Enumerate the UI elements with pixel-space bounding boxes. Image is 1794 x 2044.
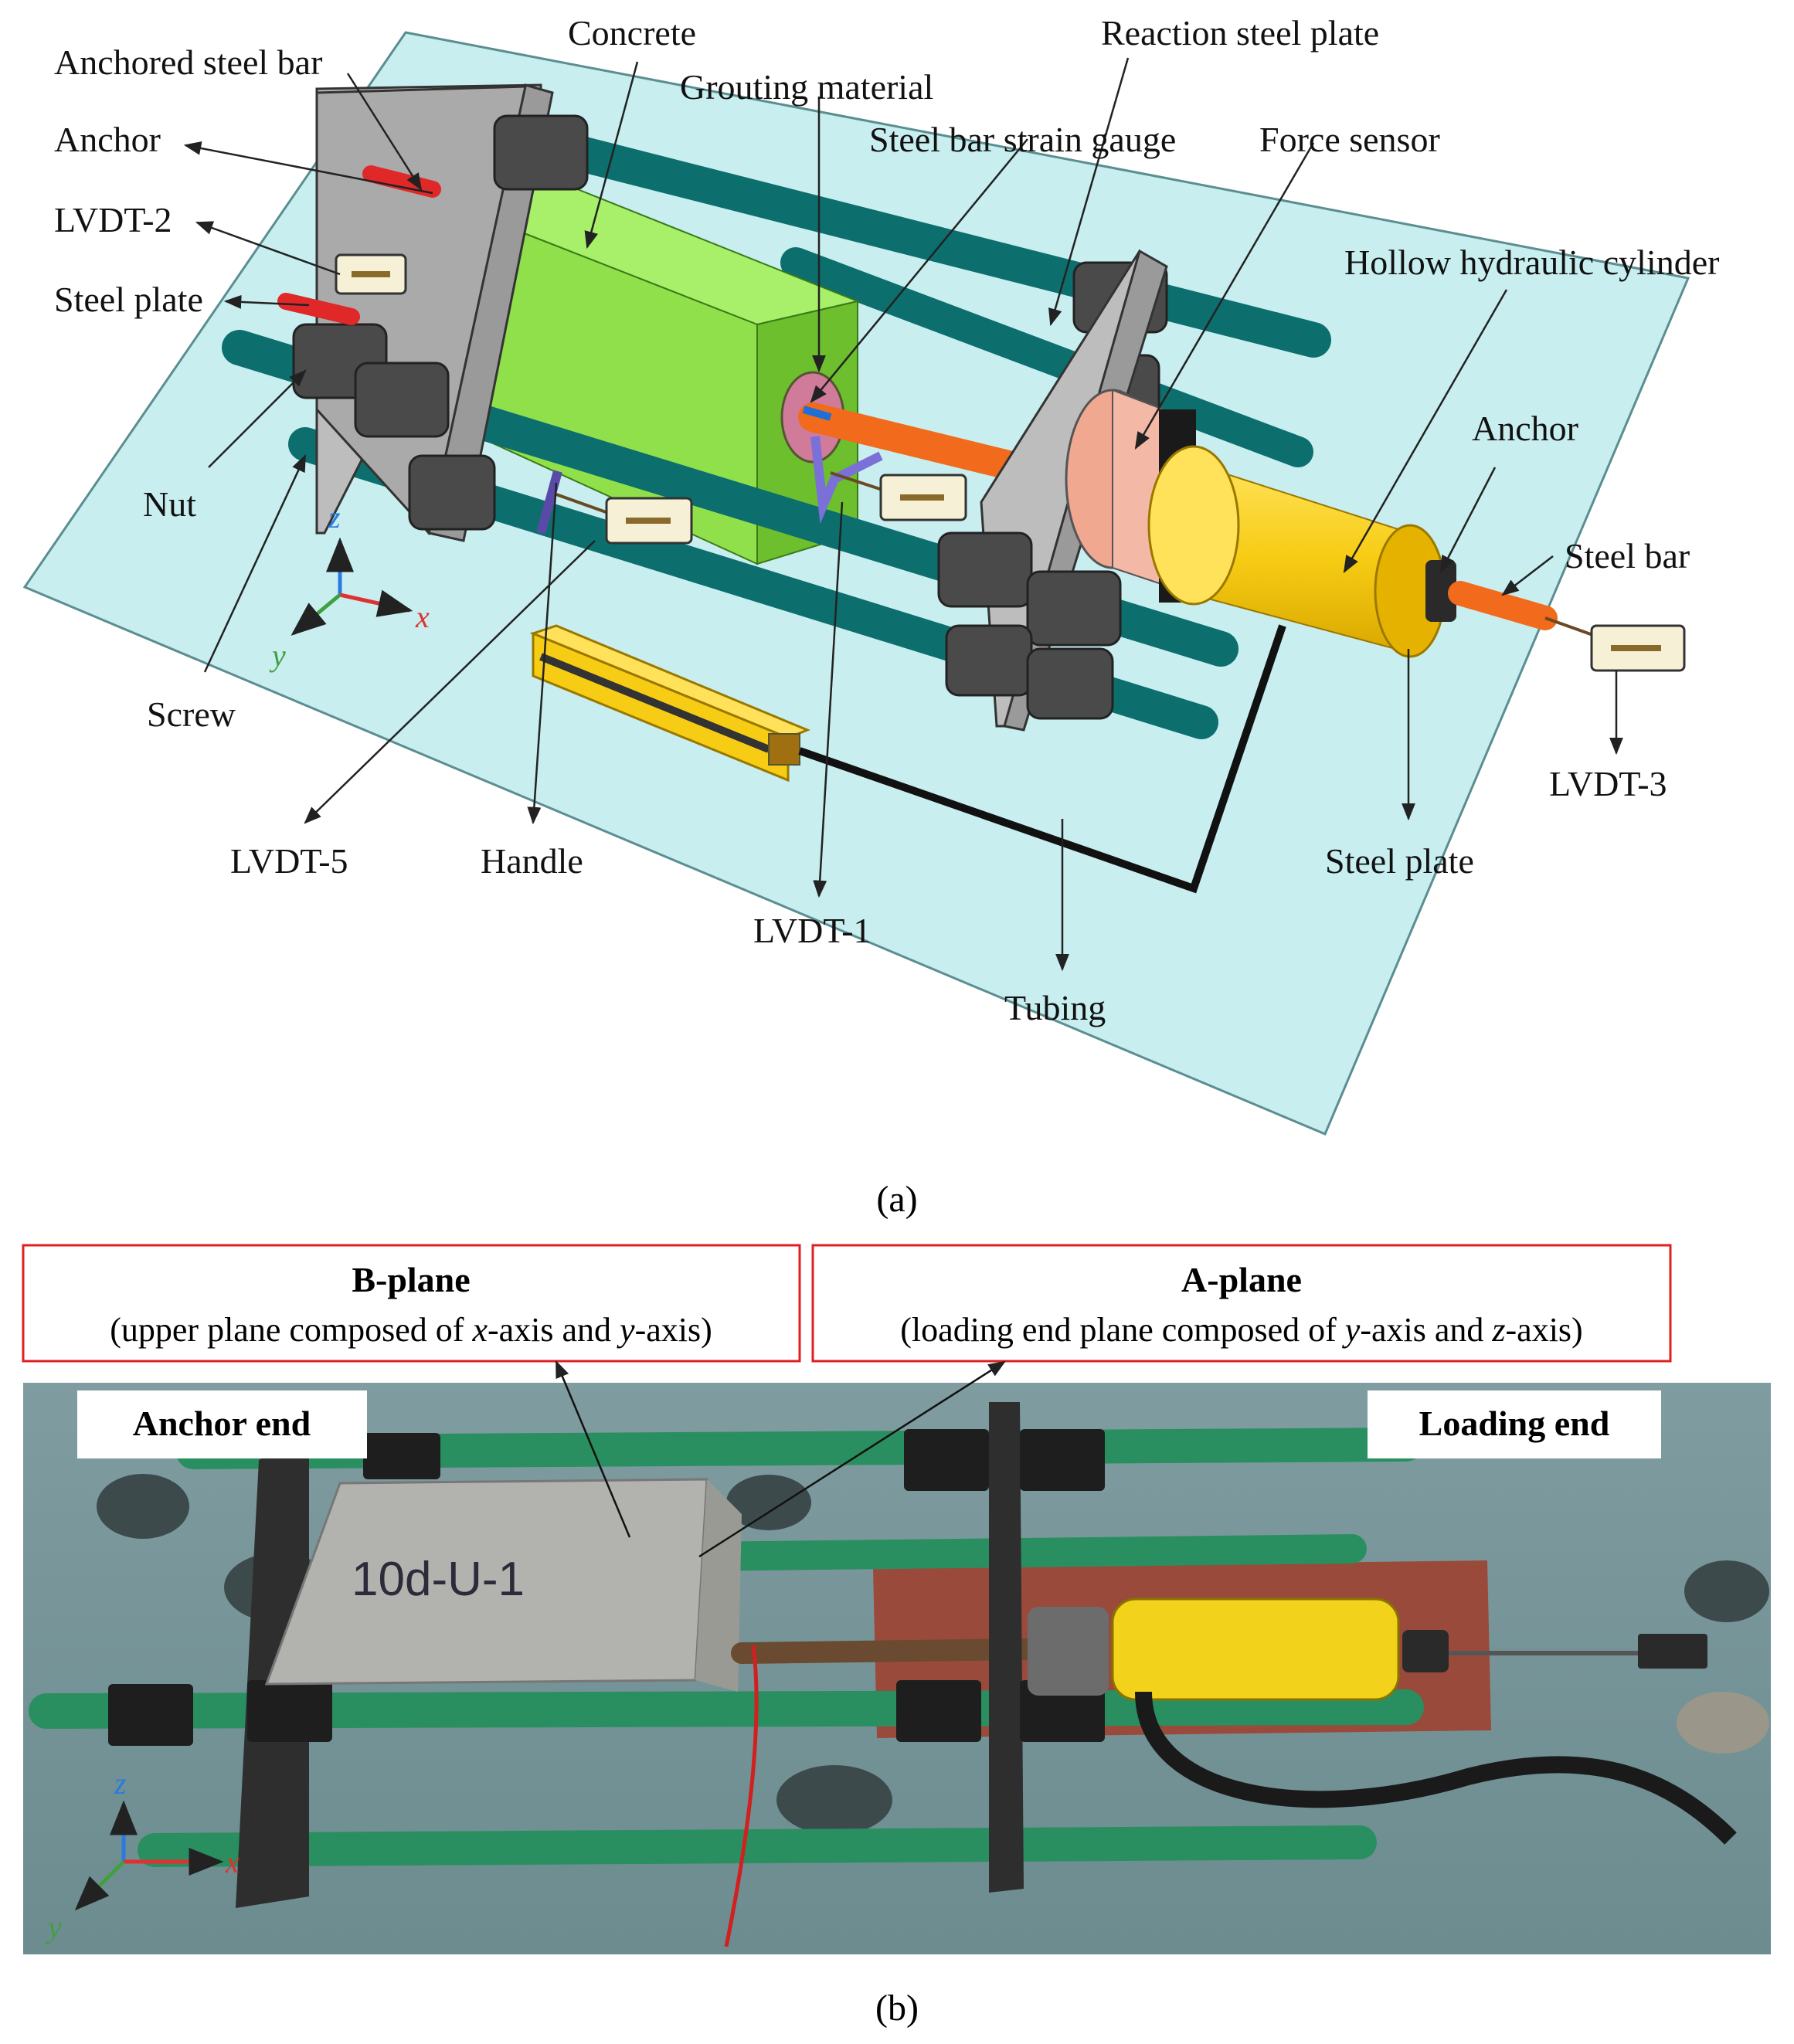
label-steel-bar: Steel bar xyxy=(1565,536,1690,576)
loading-end-label: Loading end xyxy=(1419,1404,1610,1443)
label-force-sensor: Force sensor xyxy=(1259,120,1440,159)
label-tubing: Tubing xyxy=(1004,988,1106,1027)
lvdt-sensors-middle xyxy=(556,471,967,545)
a-plane-title: A-plane xyxy=(1181,1260,1302,1299)
label-nut: Nut xyxy=(143,484,196,524)
leader-lines xyxy=(183,57,1623,972)
label-reaction-steel-plate: Reaction steel plate xyxy=(1101,13,1379,53)
a-plane-description: (loading end plane composed of y-axis an… xyxy=(900,1311,1582,1349)
panel-b: B-plane (upper plane composed of x-axis … xyxy=(22,1244,1771,2029)
label-lvdt5: LVDT-5 xyxy=(230,841,348,881)
caption-b: (b) xyxy=(875,1988,919,2029)
label-grouting-material: Grouting material xyxy=(680,67,933,107)
label-handle: Handle xyxy=(481,841,583,881)
label-lvdt2: LVDT-2 xyxy=(54,200,172,239)
axes-indicator-b: z x y xyxy=(45,1766,240,1944)
label-steel-bar-strain-gauge: Steel bar strain gauge xyxy=(869,120,1176,159)
label-lvdt3: LVDT-3 xyxy=(1549,764,1667,803)
label-anchored-steel-bar: Anchored steel bar xyxy=(54,42,322,82)
label-steel-plate-right: Steel plate xyxy=(1325,841,1474,881)
b-plane-description: (upper plane composed of x-axis and y-ax… xyxy=(110,1311,712,1349)
right-steel-bar xyxy=(1448,581,1686,672)
anchored-steel-bars xyxy=(277,165,441,325)
specimen-mark: 10d-U-1 xyxy=(352,1553,525,1606)
test-setup-photo: 10d-U-1 xyxy=(23,1383,1771,1954)
a-plane-box: A-plane (loading end plane composed of y… xyxy=(811,1244,1672,1363)
label-concrete: Concrete xyxy=(568,13,696,53)
axis-z-label: z xyxy=(328,500,341,535)
axis-b-z-label: z xyxy=(114,1766,127,1801)
label-screw: Screw xyxy=(147,694,236,734)
loading-end-tag: Loading end xyxy=(1368,1390,1661,1458)
caption-a: (a) xyxy=(876,1179,917,1220)
axes-indicator-a: z x y xyxy=(269,500,430,673)
axis-b-y-label: y xyxy=(45,1910,62,1944)
panel-a-diagram: z x y Anch xyxy=(22,13,1719,1220)
anchor-end-plate xyxy=(292,83,589,542)
plane-arrows xyxy=(555,1360,1006,1558)
label-lvdt1: LVDT-1 xyxy=(753,911,872,950)
panel-a-labels: Anchored steel bar Concrete Grouting mat… xyxy=(54,13,1719,1027)
label-anchor-left: Anchor xyxy=(54,120,161,159)
label-anchor-right: Anchor xyxy=(1472,409,1578,448)
b-plane-box: B-plane (upper plane composed of x-axis … xyxy=(22,1244,801,1363)
axis-x-label: x xyxy=(415,599,430,634)
anchor-end-label: Anchor end xyxy=(133,1404,311,1443)
hollow-hydraulic-cylinder xyxy=(1147,445,1456,658)
anchor-end-tag: Anchor end xyxy=(77,1390,367,1458)
label-hollow-hydraulic-cylinder: Hollow hydraulic cylinder xyxy=(1344,243,1719,282)
label-steel-plate-left: Steel plate xyxy=(54,280,203,319)
handle-brackets xyxy=(536,436,883,535)
hydraulic-pump xyxy=(529,624,1286,894)
b-plane-title: B-plane xyxy=(352,1260,470,1299)
axis-b-x-label: x xyxy=(225,1845,240,1879)
axis-y-label: y xyxy=(269,638,286,673)
tubing-line xyxy=(798,624,1286,894)
